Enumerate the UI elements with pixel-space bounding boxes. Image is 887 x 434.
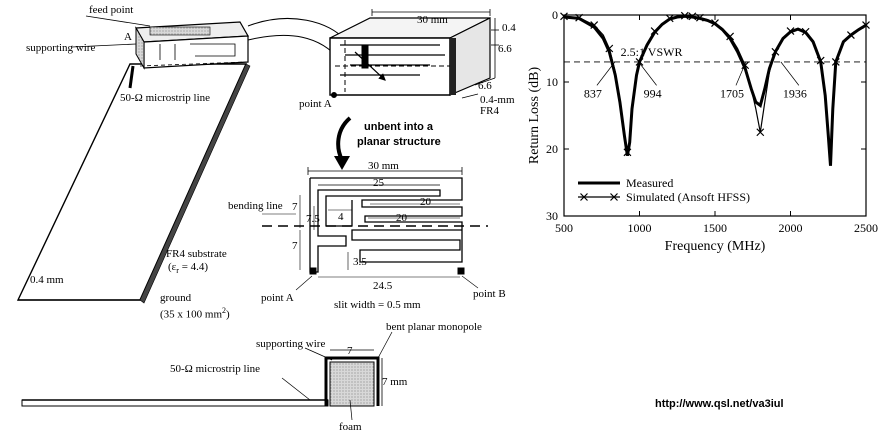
band-edge-leader [638, 61, 657, 86]
side-microstrip-label: 50-Ω microstrip line [170, 363, 261, 375]
foam-block [329, 361, 375, 407]
band-edge-label: 1936 [783, 86, 807, 100]
series-marker [756, 128, 765, 137]
microstrip-label: 50-Ω microstrip line [120, 92, 211, 104]
y-tick-label: 0 [552, 8, 558, 22]
planar-point-b-label: point B [473, 288, 506, 300]
series-marker [605, 44, 614, 53]
legend-entry: Simulated (Ansoft HFSS) [626, 190, 750, 204]
detail-fr4-label: FR4 [480, 105, 499, 117]
planar-structure-figure [262, 167, 488, 291]
y-tick-label: 20 [546, 142, 558, 156]
side-supporting-wire-label: supporting wire [256, 338, 326, 350]
planar-d20a-label: 20 [420, 196, 431, 208]
detail-h3-label: 6.6 [478, 80, 492, 92]
series-marker [862, 21, 870, 29]
supporting-wire-label: supporting wire [26, 42, 96, 54]
series-marker [786, 27, 795, 36]
series-marker [635, 57, 644, 66]
series-marker [726, 32, 735, 41]
x-tick-label: 1500 [703, 221, 727, 235]
series-marker [801, 27, 810, 36]
microstrip-line [128, 65, 135, 89]
band-edge-label: 1705 [720, 86, 744, 100]
epsilon-label: (εr = 4.4) [168, 261, 209, 276]
legend-marker [580, 193, 588, 201]
planar-d4-label: 4 [338, 211, 344, 223]
planar-d7b-label: 7 [292, 240, 298, 252]
side-width-label: 7 [347, 345, 353, 357]
slit-width-label: slit width = 0.5 mm [334, 299, 421, 311]
ground-label: ground [160, 292, 192, 304]
plot-frame [563, 14, 867, 217]
ground-size-label: (35 x 100 mm2) [160, 306, 230, 321]
detail-h2-label: 6.6 [498, 43, 512, 55]
series-marker [688, 12, 697, 21]
unbent-caption-line-1: unbent into a [364, 121, 434, 133]
detail-thick-label: 0.4-mm [480, 94, 515, 106]
band-edge-leader [780, 61, 800, 86]
side-monopole-label: bent planar monopole [386, 321, 482, 333]
series-marker [846, 31, 855, 40]
planar-d25-label: 25 [373, 177, 384, 189]
planar-d3-5-label: 3.5 [353, 256, 367, 268]
series-marker [816, 56, 825, 65]
y-tick-label: 10 [546, 75, 558, 89]
vswr-label: 2.5:1 VSWR [621, 45, 683, 59]
side-height-label: 7 mm [382, 376, 408, 388]
folded-detail-figure [329, 9, 499, 99]
band-edge-label: 994 [644, 86, 662, 100]
unbent-arrow [336, 116, 352, 161]
detail-point-a-label: point A [299, 98, 332, 110]
bending-line-label: bending line [228, 200, 283, 212]
planar-d24-5-label: 24.5 [373, 280, 393, 292]
series-marker [695, 13, 704, 22]
series-marker [711, 19, 719, 27]
side-view-figure [21, 331, 393, 421]
y-tick-label: 30 [546, 209, 558, 223]
series-marker [771, 47, 780, 56]
x-tick-label: 2500 [854, 221, 878, 235]
x-tick-label: 2000 [779, 221, 803, 235]
feed-point-label: feed point [89, 4, 134, 16]
legend-marker [610, 193, 618, 201]
series-marker [650, 27, 659, 36]
series-marker [741, 61, 750, 70]
planar-d7a-label: 7 [292, 201, 298, 213]
x-tick-label: 500 [555, 221, 573, 235]
series-marker [623, 148, 632, 157]
series-marker [590, 21, 599, 29]
legend-entry: Measured [626, 176, 673, 190]
x-axis-title: Frequency (MHz) [665, 239, 766, 254]
series-marker [665, 14, 674, 23]
planar-width-label: 30 mm [368, 160, 399, 172]
foam-label: foam [339, 421, 362, 433]
thickness-label: 0.4 mm [30, 274, 64, 286]
series-marker [560, 12, 568, 21]
planar-d7-5-label: 7.5 [306, 213, 320, 225]
y-axis-title: Return Loss (dB) [527, 67, 542, 165]
source-url: http://www.qsl.net/va3iul [655, 398, 784, 410]
unbent-caption-line-2: planar structure [357, 136, 441, 148]
series-marker [831, 57, 840, 66]
x-tick-label: 1000 [628, 221, 652, 235]
detail-h1-label: 0.4 [502, 22, 516, 34]
substrate-label: FR4 substrate [166, 248, 227, 260]
planar-point-a-label: point A [261, 292, 294, 304]
band-edge-label: 837 [584, 86, 602, 100]
planar-d20b-label: 20 [396, 212, 407, 224]
series-marker [575, 13, 584, 22]
detail-width-label: 30 mm [417, 14, 448, 26]
series-line-0 [563, 14, 867, 166]
series-line-1 [563, 15, 867, 163]
point-a-label-3d: A [124, 31, 132, 43]
series-marker [680, 11, 689, 20]
